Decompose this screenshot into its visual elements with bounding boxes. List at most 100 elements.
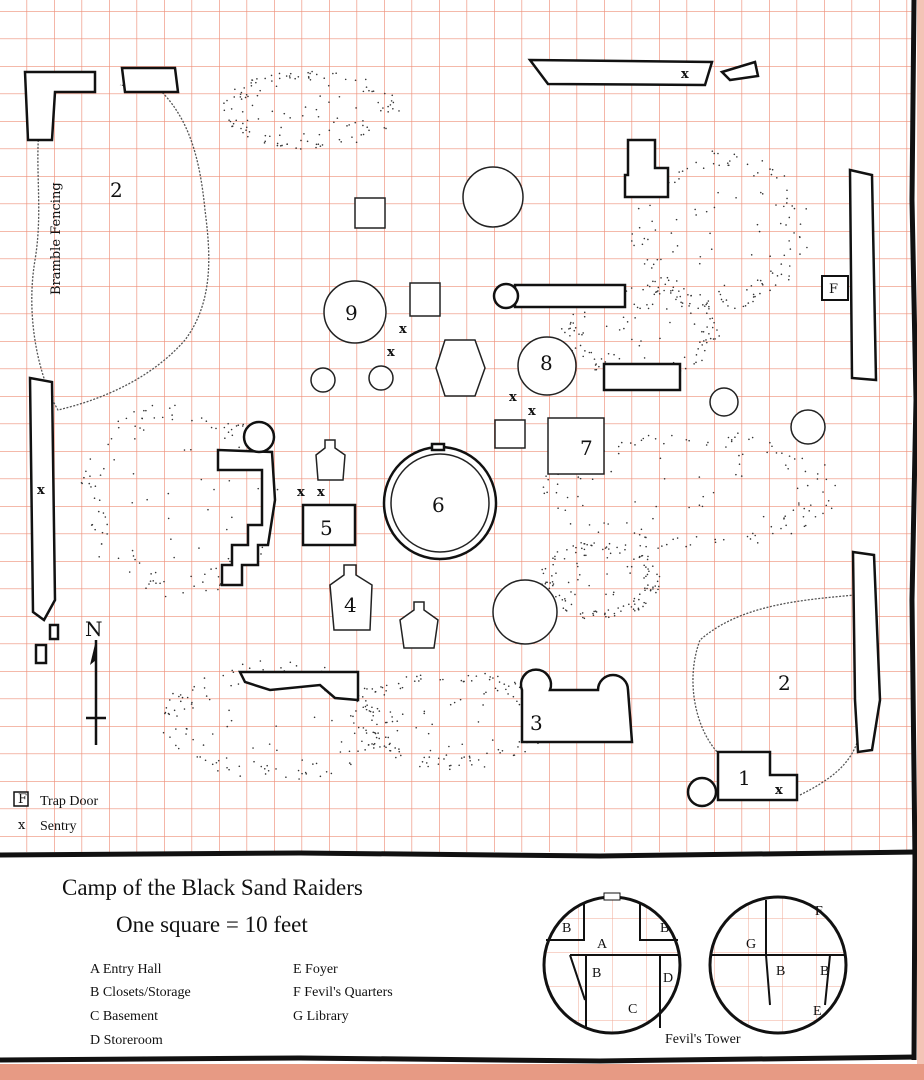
rubble-west-1 [48, 623, 60, 641]
key-item: D Storeroom [90, 1033, 163, 1048]
ruin-south [237, 670, 360, 702]
tower-upper-floor: F G B B E [708, 895, 848, 1035]
longhouse-tower [492, 282, 520, 310]
key-item: F Fevil's Quarters [293, 985, 393, 1000]
key-item: C Basement [90, 1009, 158, 1024]
tower-room-b: B [592, 966, 601, 981]
area-label-8: 8 [540, 351, 553, 375]
tower-room-g: G [746, 937, 756, 952]
trap-door-legend-label: Trap Door [40, 794, 99, 809]
sentries: x x x x x x x x x [37, 67, 783, 798]
tent-9 [323, 280, 387, 344]
area-label-6: 6 [432, 493, 445, 517]
tower-room-a: A [597, 937, 608, 952]
sentry-legend-icon: x [18, 818, 26, 833]
right-strip [917, 0, 924, 1064]
sentry-mark: x [37, 483, 45, 498]
key-item: B Closets/Storage [90, 985, 191, 1000]
wall-west [28, 376, 57, 622]
tent-small-south [399, 601, 439, 649]
tent-round-1 [310, 367, 336, 393]
area-label-2-west: 2 [110, 178, 123, 202]
sentry-legend-label: Sentry [40, 819, 77, 834]
tent-8 [517, 336, 577, 396]
trap-door-legend-icon [13, 791, 29, 807]
trap-door[interactable] [821, 275, 849, 301]
tent-7 [547, 417, 605, 475]
sentry-mark: x [775, 783, 783, 798]
tent-hex [435, 339, 486, 397]
area-label-2-east: 2 [778, 671, 791, 695]
ruin-west-stepped [216, 448, 277, 587]
tower-caption: Fevil's Tower [665, 1032, 741, 1047]
wall-north [527, 58, 714, 87]
tower-room-b: B [660, 921, 669, 936]
tower-room-e: E [813, 1004, 822, 1019]
trap-door-mark: F [829, 282, 838, 297]
map-title: Camp of the Black Sand Raiders [62, 875, 363, 900]
building-north [623, 138, 670, 199]
border-right [909, 0, 919, 1061]
trap-door-legend-icon-mark: F [18, 792, 27, 807]
fence-label: Bramble Fencing [49, 182, 64, 295]
building-5 [301, 503, 357, 547]
rubble-north [719, 60, 760, 82]
north-label: N [85, 617, 103, 641]
building-6-door [430, 442, 446, 452]
tower-lower-floor: B B A B D C [542, 892, 682, 1035]
area-label-7: 7 [580, 436, 593, 460]
tent-square-1 [354, 197, 386, 229]
tower-room-b: B [820, 964, 829, 979]
key-item: G Library [293, 1009, 349, 1024]
tower-west [242, 420, 276, 454]
sand-dunes-stipple [80, 70, 836, 780]
sentry-mark: x [509, 390, 517, 405]
border-middle [0, 849, 917, 859]
tent-4 [329, 564, 373, 631]
tower-room-d: D [663, 971, 673, 986]
area-label-1: 1 [738, 766, 751, 790]
area-label-9: 9 [345, 301, 358, 325]
area-label-5: 5 [320, 516, 333, 540]
wall-southeast [851, 550, 882, 754]
tent-round-east [790, 409, 826, 445]
area-label-3: 3 [530, 711, 543, 735]
sentry-mark: x [528, 404, 536, 419]
tent-large-south [492, 579, 558, 645]
sentry-mark: x [317, 485, 325, 500]
building-1 [716, 750, 799, 802]
key-item: E Foyer [293, 962, 338, 977]
area-label-4: 4 [344, 593, 357, 617]
tent-small-east [709, 387, 739, 417]
grid-background [0, 0, 912, 852]
key-item: A Entry Hall [90, 962, 162, 977]
bramble-fence-west [31, 84, 210, 411]
north-arrow: N [85, 617, 106, 745]
map-scale: One square = 10 feet [116, 912, 308, 937]
sentry-mark: x [399, 322, 407, 337]
bottom-strip [0, 1064, 924, 1080]
tower-room-c: C [628, 1002, 637, 1017]
tent-large-north [462, 166, 524, 228]
shed-east [602, 362, 682, 392]
longhouse-east [513, 283, 627, 309]
border-bottom [0, 1054, 917, 1064]
bramble-fence-east [692, 594, 859, 796]
sentry-mark: x [681, 67, 689, 82]
tower-room-f: F [815, 904, 823, 919]
key-list-left: A Entry Hall B Closets/Storage C Basemen… [90, 962, 191, 1048]
building-3 [519, 668, 634, 744]
ruin-north-small [120, 66, 180, 94]
sentry-mark: x [297, 485, 305, 500]
tent-small-west [315, 439, 346, 481]
tower-room-b: B [562, 921, 571, 936]
rubble-west-2 [34, 643, 48, 665]
tent-square-3 [494, 419, 526, 449]
building-6-inner [390, 453, 490, 553]
tower-room-b: B [776, 964, 785, 979]
tent-square-2 [409, 282, 441, 317]
tent-round-2 [368, 365, 394, 391]
wall-east [848, 168, 878, 382]
ruin-northwest [23, 70, 97, 142]
